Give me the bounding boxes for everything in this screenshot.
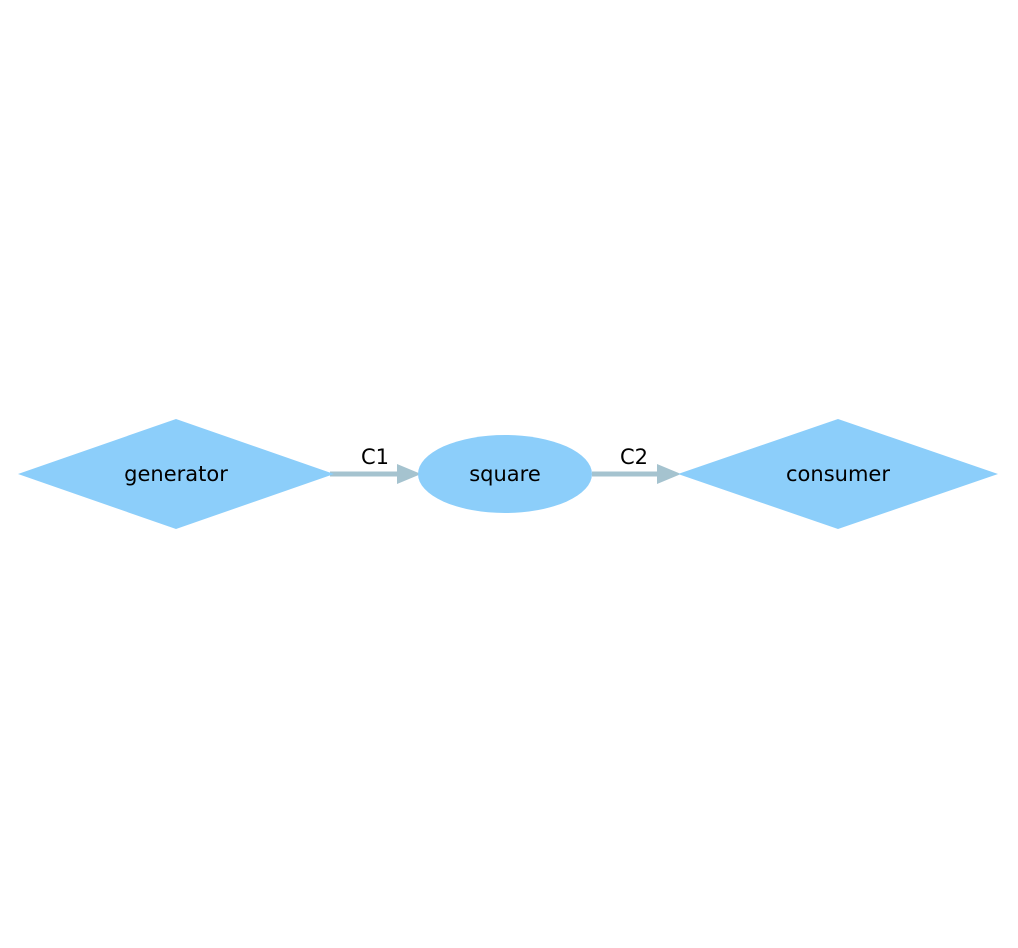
edge-label-c1: C1 xyxy=(361,445,389,469)
node-consumer: consumer xyxy=(678,419,998,529)
node-generator-label: generator xyxy=(124,462,228,486)
edge-arrowhead-c2 xyxy=(657,464,681,484)
node-square-ellipse xyxy=(418,435,592,513)
edge-label-c2: C2 xyxy=(620,445,648,469)
node-square: square xyxy=(418,435,592,513)
node-consumer-diamond xyxy=(678,419,998,529)
node-consumer-label: consumer xyxy=(786,462,890,486)
node-square-label: square xyxy=(469,462,541,486)
node-generator-diamond xyxy=(18,419,334,529)
edge-square-to-consumer: C2 xyxy=(592,445,681,484)
edge-arrowhead-c1 xyxy=(397,464,421,484)
node-generator: generator xyxy=(18,419,334,529)
edge-generator-to-square: C1 xyxy=(330,445,421,484)
